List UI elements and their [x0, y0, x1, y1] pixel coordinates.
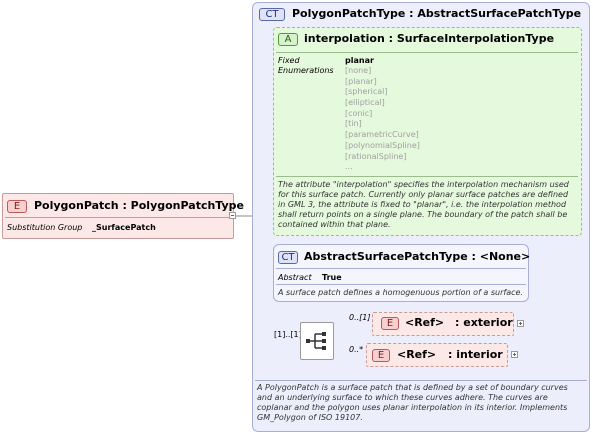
- exterior-expand-icon[interactable]: [517, 320, 524, 327]
- exterior-multiplicity: 0..[1]: [349, 313, 371, 322]
- base-type-title: AbstractSurfacePatchType : <None>: [304, 250, 531, 263]
- exterior-badge: E: [381, 317, 399, 330]
- attribute-title: interpolation : SurfaceInterpolationType: [304, 32, 555, 45]
- sequence-multiplicity: [1]..[1]: [274, 330, 302, 339]
- footer-divider: [255, 380, 587, 381]
- enumeration-item: [conic]: [345, 108, 373, 118]
- enumeration-item: [planar]: [345, 76, 377, 86]
- base-type-box[interactable]: [273, 244, 529, 302]
- abstract-value: True: [322, 273, 342, 282]
- attribute-description: The attribute "interpolation" specifies …: [278, 180, 569, 229]
- enumeration-item: [spherical]: [345, 87, 388, 97]
- element-badge: E: [7, 200, 27, 213]
- base-type-description: A surface patch defines a homogenuous po…: [278, 288, 523, 297]
- enumeration-item: [none]: [345, 66, 372, 75]
- attribute-box[interactable]: [273, 27, 582, 236]
- enumeration-item: [rationalSpline]: [345, 151, 407, 161]
- attribute-badge: A: [278, 33, 298, 46]
- element-box[interactable]: [2, 193, 234, 239]
- exterior-ref-label: <Ref>: [405, 316, 445, 329]
- interior-badge: E: [372, 349, 390, 362]
- interior-expand-icon[interactable]: [511, 351, 518, 358]
- interior-ref-label: <Ref>: [397, 348, 437, 361]
- attribute-divider: [276, 52, 578, 53]
- interior-name: : interior: [448, 348, 503, 361]
- enumeration-item: ...: [345, 162, 353, 172]
- enumeration-item: [tin]: [345, 119, 362, 129]
- sequence-icon: [306, 332, 326, 350]
- base-type-badge: CT: [278, 251, 298, 264]
- fixed-label: Fixed: [278, 56, 300, 65]
- substitution-group-value: _SurfacePatch: [92, 223, 156, 232]
- fixed-value: planar: [345, 56, 374, 65]
- collapse-toggle[interactable]: [229, 212, 236, 219]
- attribute-desc-divider: [276, 176, 578, 177]
- footer-description: A PolygonPatch is a surface patch that i…: [257, 383, 568, 422]
- base-type-desc-divider: [276, 284, 526, 285]
- sequence-box[interactable]: [300, 322, 334, 360]
- element-title: PolygonPatch : PolygonPatchType: [34, 199, 245, 212]
- enumeration-item: [elliptical]: [345, 98, 385, 108]
- enumerations-label: Enumerations: [278, 66, 334, 75]
- enumeration-item: [parametricCurve]: [345, 130, 419, 140]
- base-type-divider: [276, 268, 526, 269]
- complex-type-title: PolygonPatchType : AbstractSurfacePatchT…: [292, 7, 582, 20]
- abstract-label: Abstract: [278, 273, 312, 282]
- interior-multiplicity: 0..*: [349, 345, 364, 354]
- exterior-name: : exterior: [455, 316, 513, 329]
- enumeration-list: [none] [planar] [spherical] [elliptical]…: [345, 66, 465, 173]
- enumeration-item: [polynomialSpline]: [345, 140, 420, 150]
- substitution-group-label: Substitution Group: [7, 223, 83, 232]
- complex-type-badge: CT: [259, 8, 285, 21]
- element-divider: [5, 217, 231, 218]
